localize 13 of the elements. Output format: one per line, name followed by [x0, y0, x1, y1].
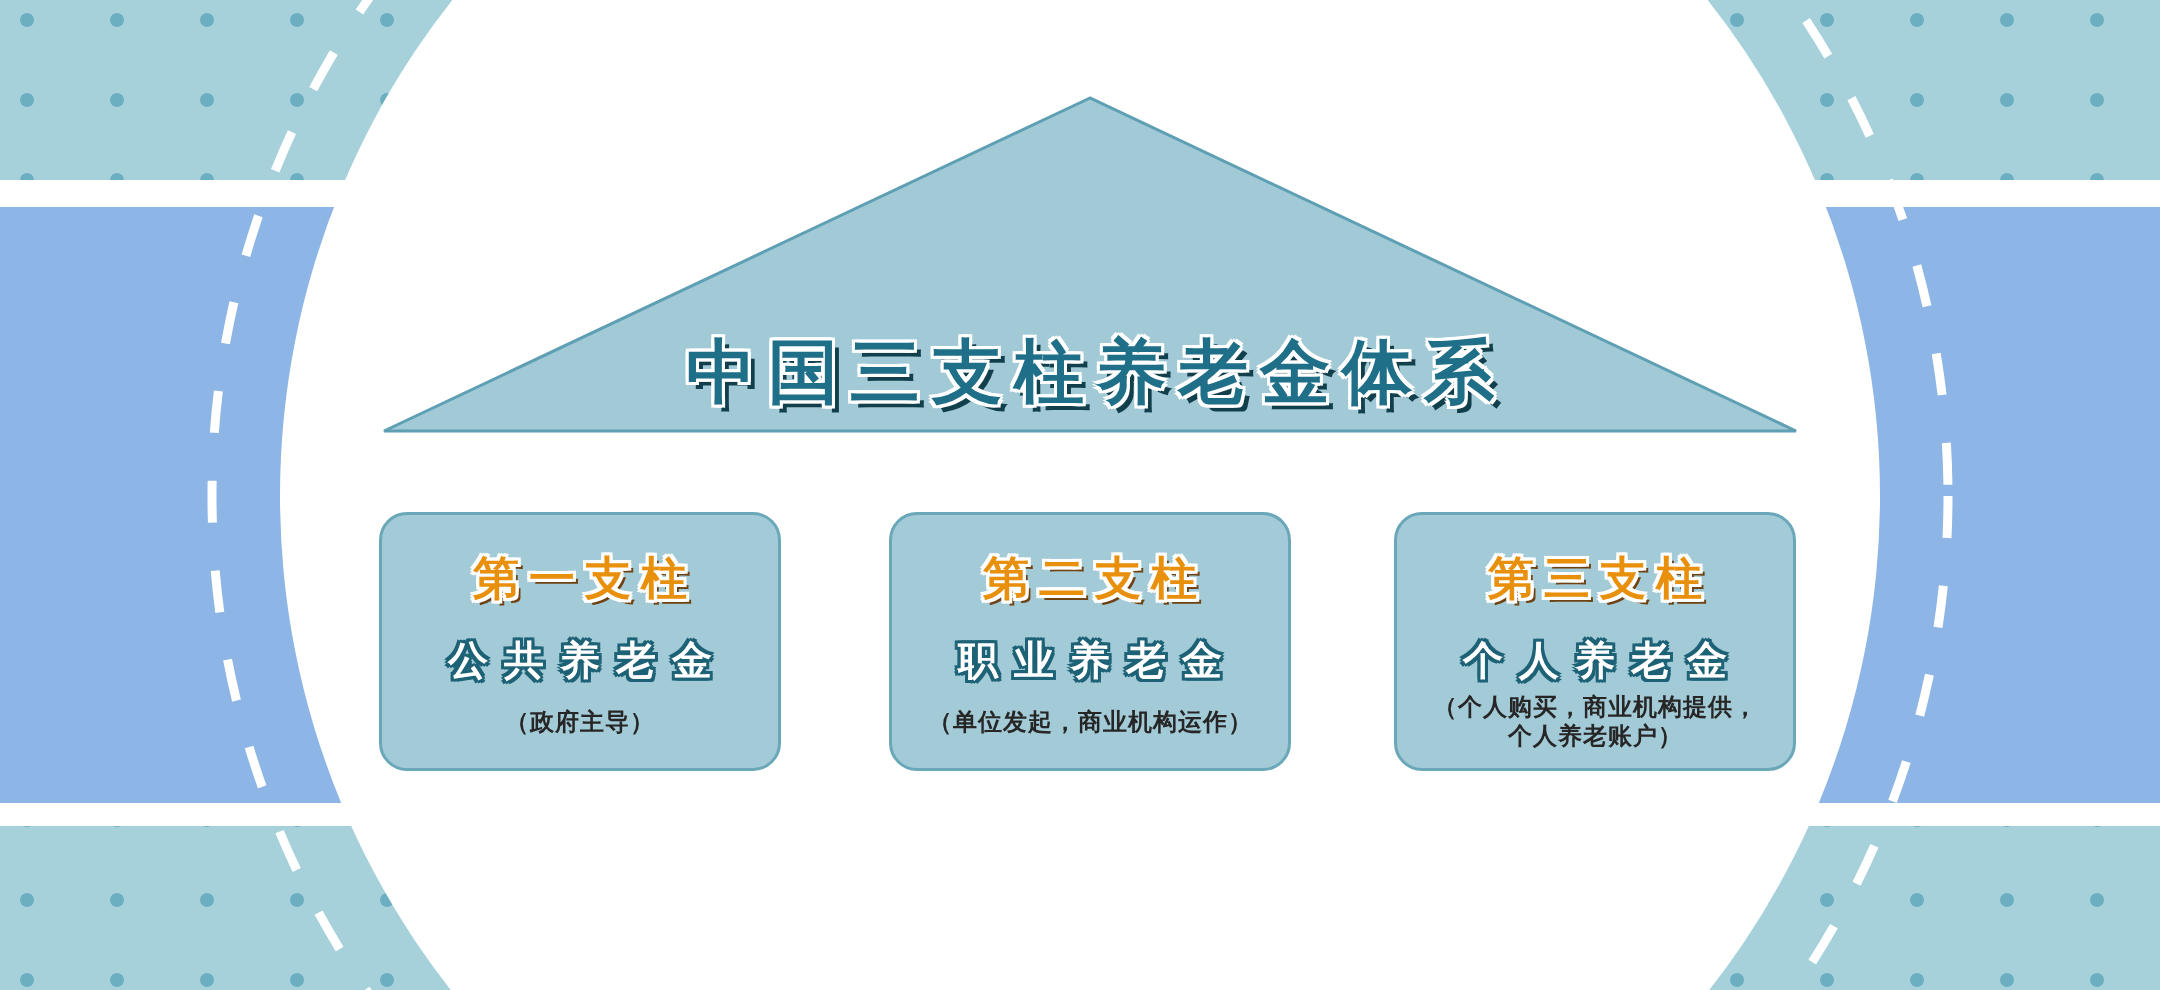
pillar-title: 第三支柱 — [1487, 551, 1712, 607]
pension-name: 个人养老金 — [1461, 636, 1743, 684]
pillar-card — [889, 512, 1291, 771]
pension-note: （单位发起，商业机构运作） — [927, 707, 1253, 737]
pension-note: （个人购买，商业机构提供，个人养老账户） — [1431, 693, 1759, 751]
pillar-title: 第二支柱 — [982, 551, 1207, 607]
pension-name: 公共养老金 — [446, 636, 728, 684]
pension-name: 职业养老金 — [956, 636, 1238, 684]
pillar-card — [379, 512, 781, 771]
pension-note: （政府主导） — [505, 707, 655, 737]
pillar-card — [1394, 512, 1796, 771]
roof-title: 中国三支柱养老金体系 — [685, 330, 1506, 414]
pillar-title: 第一支柱 — [472, 551, 697, 607]
